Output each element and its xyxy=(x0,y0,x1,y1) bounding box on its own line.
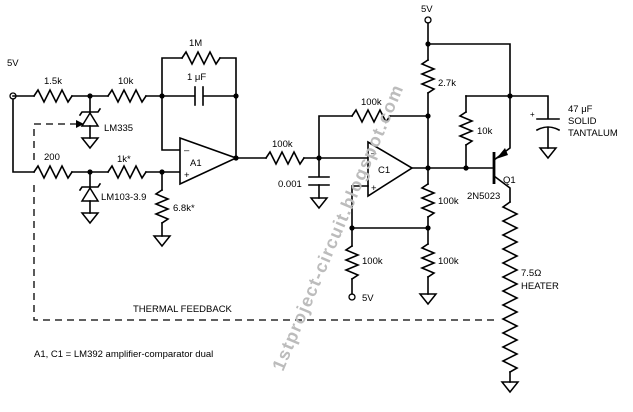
fb-1m-right-wire xyxy=(219,57,237,159)
top-supply-terminal: 5V xyxy=(421,4,433,24)
arrow-icon xyxy=(76,120,84,128)
bias-5v-terminal: 5V xyxy=(348,293,374,304)
ground-icon xyxy=(80,137,100,150)
bias-5v-label: 5V xyxy=(362,293,374,304)
resistor-1m-label: 1M xyxy=(189,38,202,49)
lm103-reference: LM103-3.9 xyxy=(78,171,146,225)
top-5v-label: 5V xyxy=(421,4,433,15)
thermal-feedback-dash xyxy=(33,185,496,321)
heater-label: HEATER xyxy=(521,281,559,292)
resistor-100k-mid-label: 100k xyxy=(272,139,293,150)
resistor-1-5k-label: 1.5k xyxy=(44,76,62,87)
junction-q1-base xyxy=(463,165,469,171)
ground-icon xyxy=(80,212,100,225)
resistor-1-5k: 1.5k xyxy=(32,76,74,104)
capacitor-47uf-dielectric-label: TANTALUM xyxy=(568,128,618,139)
resistor-100k-divider-top-label: 100k xyxy=(438,196,459,207)
q1-part-label: 2N5023 xyxy=(467,191,500,202)
ground-icon xyxy=(418,293,438,306)
resistor-100k-bias: 100k xyxy=(343,227,383,295)
resistor-1m: 1M xyxy=(180,38,222,66)
resistor-100k-divider-top: 100k xyxy=(419,167,459,229)
left-supply-terminal: 5V xyxy=(7,58,19,100)
ground-icon xyxy=(538,147,558,160)
comparator-c1: – + C1 xyxy=(367,140,414,198)
lm335-sensor: LM335 xyxy=(78,95,133,150)
capacitor-47uf-type-label: SOLID xyxy=(568,116,597,127)
junction-fb-right xyxy=(233,93,239,99)
capacitor-1uf-label: 1 μF xyxy=(187,72,206,83)
emitter-arrow-icon xyxy=(496,148,508,159)
fb-1m-left-wire xyxy=(161,57,183,97)
resistor-10k-top: 10k xyxy=(106,76,148,104)
c1-plus-pin: + xyxy=(371,183,377,194)
resistor-10k-top-label: 10k xyxy=(118,76,134,87)
a1-label: A1 xyxy=(190,158,202,169)
lm103-label: LM103-3.9 xyxy=(101,192,146,203)
resistor-2-7k-label: 2.7k xyxy=(438,78,456,89)
tantalum-plus-pin: + xyxy=(530,110,535,119)
resistor-100k-mid: 100k xyxy=(264,139,306,166)
resistor-10k-q1-label: 10k xyxy=(477,126,493,137)
resistor-6-8k-star: 6.8k* xyxy=(152,171,195,248)
c1-minus-pin: – xyxy=(371,148,377,159)
left-rail-wire xyxy=(12,98,35,173)
capacitor-1uf: 1 μF xyxy=(187,72,206,106)
a1-plus-pin: + xyxy=(184,170,190,181)
hyst-left-wire xyxy=(318,115,353,159)
resistor-200-label: 200 xyxy=(44,152,60,163)
resistor-100k-feedback: 100k xyxy=(350,97,392,124)
thermal-feedback-label: THERMAL FEEDBACK xyxy=(133,304,233,315)
resistor-100k-divider-bottom: 100k xyxy=(418,227,459,306)
top-rail-right xyxy=(427,43,511,97)
resistor-100k-bias-label: 100k xyxy=(362,256,383,267)
opamp-a1: – + A1 xyxy=(179,136,239,186)
heater-resistor: 7.5Ω HEATER xyxy=(500,200,559,394)
footnote-text: A1, C1 = LM392 amplifier-comparator dual xyxy=(34,349,213,360)
thermal-coupling-lm335-dash xyxy=(33,123,76,160)
tantalum-top-wire xyxy=(509,95,549,119)
resistor-1k-star-label: 1k* xyxy=(117,154,131,165)
resistor-100k-divider-bottom-label: 100k xyxy=(438,256,459,267)
capacitor-47uf-label: 47 μF xyxy=(568,104,593,115)
c1-label: C1 xyxy=(378,165,390,176)
capacitor-47uf: + 47 μF SOLID TANTALUM xyxy=(530,104,618,160)
heater-value-label: 7.5Ω xyxy=(521,268,541,279)
transistor-q1: Q1 2N5023 xyxy=(467,95,516,203)
wire-to-a1-minus xyxy=(145,95,181,151)
ground-icon xyxy=(152,235,172,248)
q1-label: Q1 xyxy=(503,175,516,186)
ground-icon xyxy=(309,197,329,210)
resistor-6-8k-star-label: 6.8k* xyxy=(173,203,195,214)
resistor-100k-feedback-label: 100k xyxy=(361,97,382,108)
capacitor-0-001: 0.001 xyxy=(278,157,330,210)
junction-top-rail xyxy=(425,41,431,47)
resistor-2-7k: 2.7k xyxy=(419,58,456,169)
resistor-1k-star: 1k* xyxy=(106,154,148,180)
resistor-200: 200 xyxy=(32,152,74,180)
ground-icon xyxy=(500,381,520,394)
lm335-label: LM335 xyxy=(104,123,133,134)
resistor-10k-q1: 10k xyxy=(457,95,493,169)
capacitor-0-001-label: 0.001 xyxy=(278,179,302,190)
left-5v-label: 5V xyxy=(7,58,19,69)
a1-minus-pin: – xyxy=(184,145,190,156)
